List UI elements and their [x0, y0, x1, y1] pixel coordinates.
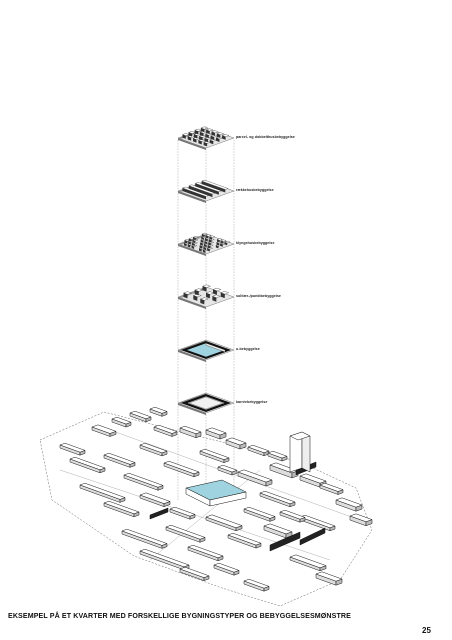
layer-label: karréebebyggelse	[236, 400, 268, 404]
layer-label: parcel- og dobbelthusbebyggelse	[236, 135, 295, 139]
layer-label: rækkehusbebyggelse	[236, 188, 274, 192]
layer-dots	[177, 126, 235, 150]
layer-block	[177, 392, 235, 415]
layer-ring	[177, 339, 235, 362]
layer-label: u-bebyggelse	[236, 347, 260, 351]
district-map	[39, 406, 373, 607]
layer-label: solitær-/punktbebyggelse	[236, 294, 281, 298]
figure-caption: EKSEMPEL PÅ ET KVARTER MED FORSKELLIGE B…	[8, 612, 351, 620]
layer-rows	[177, 179, 235, 203]
layer-points	[177, 284, 235, 309]
layer-cluster	[177, 232, 235, 256]
layer-stack	[177, 126, 235, 415]
page-number: 25	[422, 626, 431, 635]
layer-label: klyngehusbebyggelse	[236, 241, 275, 245]
